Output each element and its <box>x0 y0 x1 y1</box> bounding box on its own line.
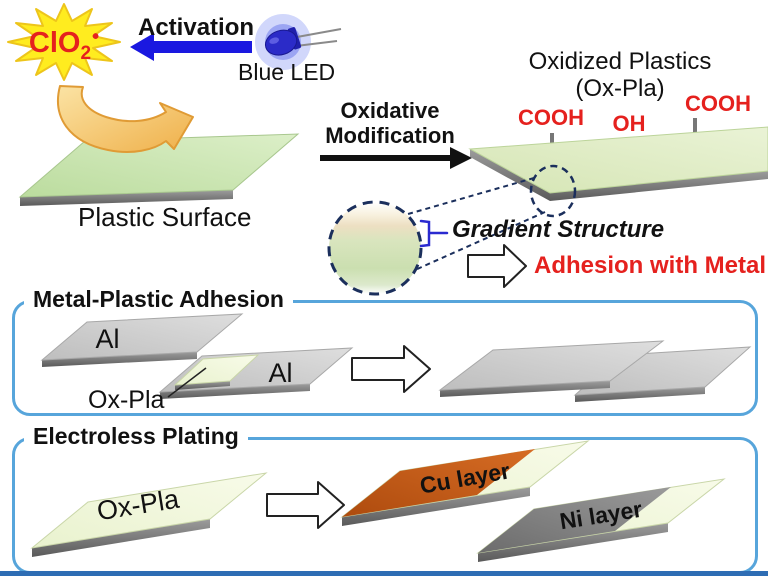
ni-layer-area <box>478 487 671 553</box>
plastic-surface-label: Plastic Surface <box>78 202 252 232</box>
cooh-group-label: COOH <box>685 91 751 116</box>
clo2-radical-label: ClO2• <box>28 26 100 64</box>
oxidative-arrow-icon <box>320 147 472 169</box>
cu-layer-area <box>342 449 535 517</box>
al-plate-label: Al <box>95 324 120 354</box>
oxidized-plastic-plate <box>468 118 768 201</box>
starburst-icon <box>7 3 121 81</box>
zoom-target-circle-icon <box>529 164 577 218</box>
block-arrow-icon <box>351 345 431 393</box>
bonded-plate-left <box>438 340 665 397</box>
bracket-icon <box>419 219 449 248</box>
oxpla-label: Ox-Pla <box>88 386 165 414</box>
curved-arrow-icon <box>57 85 194 153</box>
zoom-connector-line <box>414 211 546 271</box>
block-arrow-icon <box>266 481 345 529</box>
bottom-divider-line <box>0 571 768 576</box>
metal-plastic-adhesion-title: Metal-Plastic Adhesion <box>24 286 293 313</box>
block-arrow-icon <box>467 244 527 288</box>
cu-plated-plate <box>340 440 590 526</box>
ni-plated-plate <box>476 478 726 562</box>
oxpla-small-plate <box>173 354 260 390</box>
electroless-plating-title: Electroless Plating <box>24 423 248 450</box>
adhesion-with-metal-label: Adhesion with Metal <box>534 252 767 279</box>
zoom-connector-line <box>407 177 535 215</box>
al-plate-label: Al <box>268 358 293 388</box>
gradient-structure-label: Gradient Structure <box>452 216 665 243</box>
oh-group-label: OH <box>612 111 646 136</box>
oxidized-plastics-title: Oxidized Plastics (Ox-Pla) <box>528 48 712 102</box>
oxpla-pointer-line <box>167 367 207 398</box>
blue-led-icon <box>255 14 342 70</box>
activation-arrow-icon <box>130 33 252 61</box>
al-plate-1 <box>40 313 244 367</box>
blue-led-label: Blue LED <box>238 59 336 85</box>
oxpla-plating-plate <box>30 472 268 557</box>
cooh-group-label: COOH <box>518 105 584 130</box>
magnifier-circle-icon <box>327 200 423 296</box>
oxidative-modification-label: Oxidative Modification <box>325 98 455 148</box>
plastic-surface-plate <box>18 133 300 206</box>
activation-label: Activation <box>138 14 255 41</box>
